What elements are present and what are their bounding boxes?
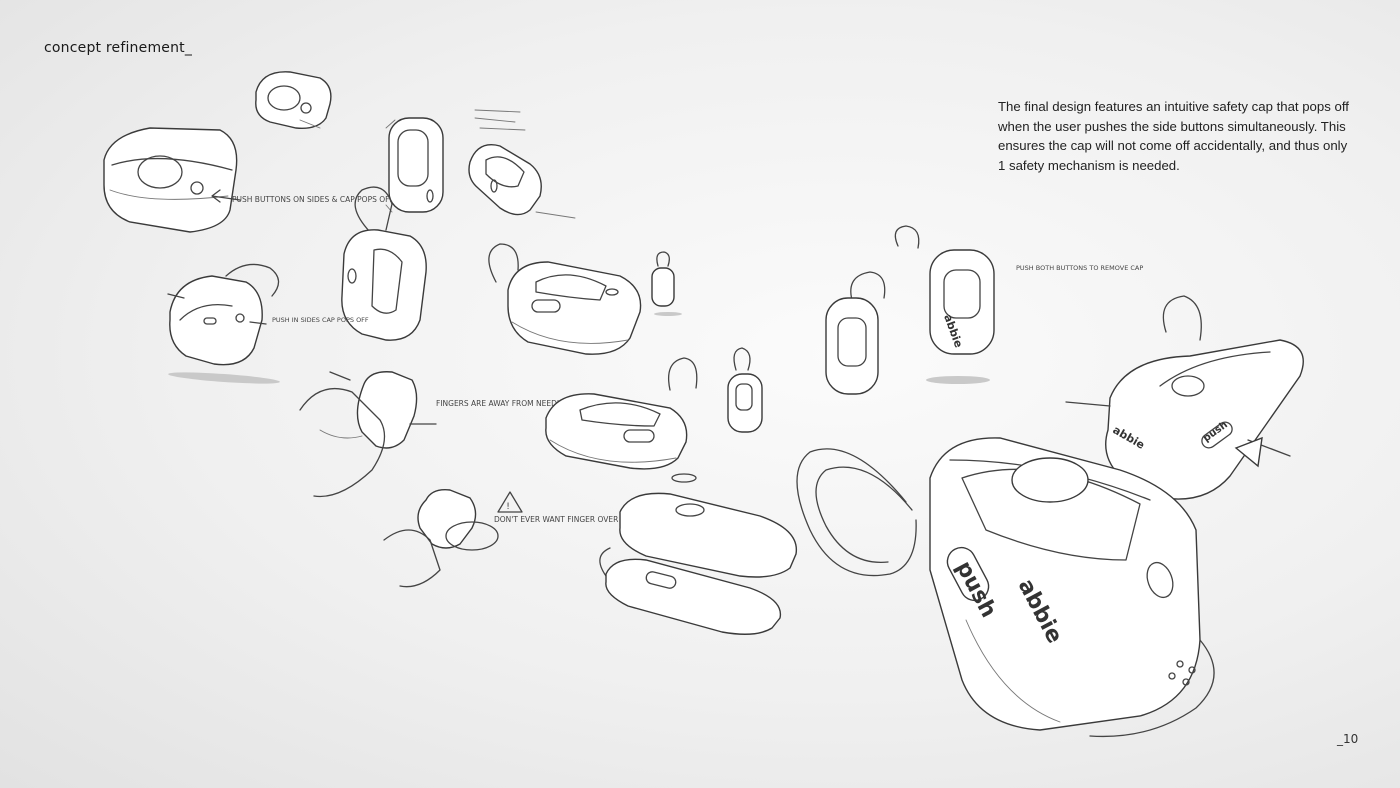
- page-title: concept refinement_: [44, 40, 193, 56]
- description-text: The final design features an intuitive s…: [998, 99, 1349, 173]
- sketch-device-4: [468, 144, 576, 219]
- annotation-push-both-buttons: PUSH BOTH BUTTONS TO REMOVE CAP: [1016, 264, 1143, 272]
- annotation-push-buttons: PUSH BUTTONS ON SIDES & CAP POPS OFF: [232, 195, 394, 204]
- annotation-scribble-top: [474, 109, 526, 131]
- annotation-dont-want-finger: DON'T EVER WANT FINGER OVER THE NEEDLE L…: [494, 515, 708, 524]
- sketch-device-14: abbie: [825, 225, 995, 395]
- svg-text:!: !: [506, 502, 510, 512]
- sketch-device-final: push abbie push abbie: [796, 295, 1304, 738]
- sketch-device-13: [599, 473, 798, 635]
- sketch-device-1: [103, 127, 241, 233]
- sketch-device-11: [545, 357, 698, 470]
- annotation-fingers-away: FINGERS ARE AWAY FROM NEEDLE LOCATION: [436, 399, 606, 408]
- annotation-push-in-sides: PUSH IN SIDES CAP POPS OFF: [272, 316, 369, 324]
- sketch-device-3: [385, 117, 444, 213]
- sketch-device-6: [167, 263, 280, 384]
- sketch-device-2: [255, 71, 332, 129]
- page-number: _10: [1337, 732, 1359, 746]
- sketch-hand-1: [299, 371, 437, 498]
- sketch-hand-2: !: [383, 489, 523, 588]
- sketch-device-5: [341, 186, 427, 341]
- sketch-device-9: [488, 243, 642, 355]
- sketch-device-12: [727, 347, 763, 433]
- sketch-device-10: [651, 251, 682, 316]
